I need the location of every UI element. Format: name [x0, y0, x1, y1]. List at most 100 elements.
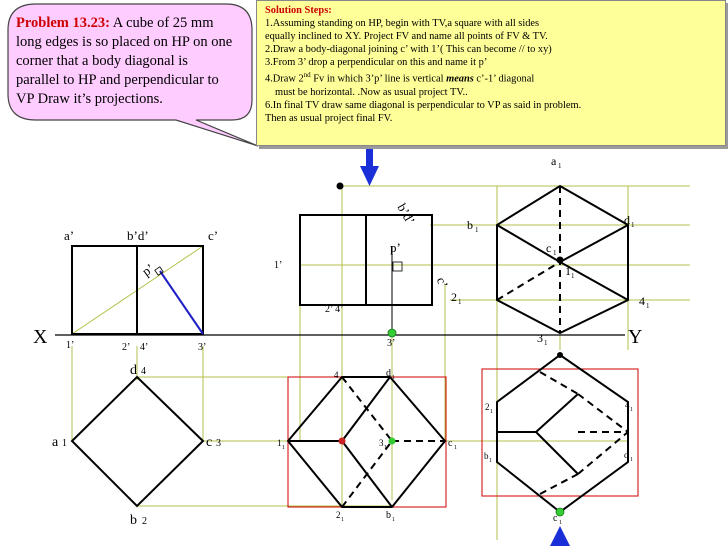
fv2-label-p: p’ — [390, 240, 401, 255]
fv3-label-4: 4 — [639, 294, 645, 308]
tv2-label-c-sub: 1 — [454, 445, 457, 451]
fv3-label-c: c — [546, 241, 551, 255]
fv3-label-2: 2 — [451, 290, 457, 304]
fv3-label-3: 3 — [537, 331, 543, 345]
solution-step-4-start: 4.Draw 2 — [265, 73, 304, 85]
tv2-visible-edges — [288, 376, 393, 508]
fv1-label-bd: b’d’ — [127, 228, 149, 243]
problem-line-4: VP Draw it’s projections. — [16, 91, 163, 107]
solution-step-4b: must be horizontal. .Now as usual projec… — [275, 87, 468, 99]
tv3-label-b: b — [484, 451, 489, 461]
fv2-label-3: 3’ — [387, 338, 395, 349]
fv3-label-1-sub: 1 — [571, 272, 575, 280]
fv3-label-b-sub: 1 — [475, 226, 479, 234]
tv1-label-c: c — [206, 435, 212, 450]
tv3-label-d: d — [624, 450, 629, 460]
tv3-label-d-sub: 1 — [630, 457, 633, 463]
tv3-label-c: c — [553, 513, 558, 524]
x-label: X — [33, 326, 48, 348]
fv1-label-a: a’ — [64, 228, 74, 243]
fv3-label-b: b — [467, 218, 473, 232]
tv3-label-4-sub: 1 — [630, 407, 633, 413]
solution-step-2: 2.Draw a body-diagonal joining c’ with 1… — [265, 44, 552, 56]
tv2-label-4: 4 — [334, 370, 339, 380]
y-label: Y — [628, 326, 642, 348]
tv1-label-b: b — [130, 513, 137, 528]
tv1-label-a: a — [52, 435, 59, 450]
fv2-right-angle-mark — [392, 261, 403, 272]
tv2-label-d-sub: 1 — [392, 375, 395, 381]
fv3-hidden-edges — [496, 186, 561, 333]
fv3-label-3-sub: 1 — [544, 339, 548, 347]
fv1-label-p: p’ — [139, 260, 157, 279]
solution-step-6: 6.In final TV draw same diagonal is perp… — [265, 100, 582, 112]
fv3-label-d-sub: 1 — [631, 221, 635, 229]
tv1-label-d-num: 4 — [141, 366, 146, 377]
tv2-label-2-sub: 1 — [341, 517, 344, 523]
fv2-square — [299, 214, 433, 306]
fv3-label-2-sub: 1 — [458, 298, 462, 306]
tv2-label-b-sub: 1 — [392, 517, 395, 523]
tv2-label-3: 3 — [379, 438, 384, 448]
solution-step-6b: Then as usual project final FV. — [265, 113, 393, 125]
solution-step-1b: equally inclined to XY. Project FV and n… — [265, 31, 548, 43]
solution-title: Solution Steps: — [265, 5, 332, 16]
fv2-label-24: 2’ 4’ — [325, 304, 343, 315]
tv3-label-b-sub: 1 — [489, 458, 492, 464]
tv1-label-d: d — [130, 363, 137, 378]
tv3-label-c-sub: 1 — [559, 520, 562, 526]
tv2-point-3 — [388, 437, 396, 445]
fv3-label-1: 1 — [565, 264, 571, 278]
tv3-frame — [481, 368, 639, 497]
fv1-square — [71, 245, 204, 335]
tv3-label-2: 2 — [485, 402, 490, 412]
tv2-label-1: 1 — [277, 438, 282, 448]
solution-step-4-end: c’-1’ diagonal — [473, 73, 535, 85]
tv2-point-1 — [338, 437, 346, 445]
fv1-label-c: c’ — [208, 228, 218, 243]
solution-step-3: 3.From 3’ drop a perpendicular on this a… — [265, 57, 488, 69]
solution-step-4-mid: Fv in which 3’p’ line is vertical — [310, 73, 447, 85]
fv1-label-3: 3’ — [198, 342, 206, 353]
solution-step-4: 4.Draw 2nd Fv in which 3’p’ line is vert… — [265, 69, 717, 86]
fv1-label-2: 2’ — [122, 342, 130, 353]
fv1-label-1: 1’ — [66, 340, 74, 351]
tv3-label-4: 4 — [625, 400, 630, 410]
tv1-label-b-num: 2 — [142, 516, 147, 527]
problem-line-0: A cube of 25 mm — [109, 15, 214, 31]
fv3-label-a-sub: 1 — [558, 162, 562, 170]
problem-line-1: long edges is so placed on HP on one — [16, 34, 233, 50]
fv2-label-c: c’ — [434, 275, 452, 290]
tv3-hidden-edges — [539, 371, 629, 495]
fv3-label-d: d — [624, 213, 630, 227]
solution-steps-box: Solution Steps: 1.Assuming standing on H… — [256, 0, 726, 146]
fv3-label-a: a — [551, 154, 557, 168]
fv1-right-angle-mark — [154, 266, 164, 276]
tv3-outline — [496, 353, 629, 514]
solution-step-4-sup: nd — [303, 71, 311, 80]
tv3-point-top — [557, 352, 563, 358]
projector-lines — [71, 185, 690, 540]
tv2-label-d: d — [386, 368, 391, 379]
fv2-label-bd: b’d’ — [394, 201, 418, 227]
tv1-square — [70, 375, 205, 508]
tv3-label-2-sub: 1 — [490, 409, 493, 415]
tv2-label-3-sub: 1 — [384, 445, 387, 451]
fv1-perpendicular-diagonal — [159, 270, 204, 335]
tv2-label-c: c — [448, 438, 453, 449]
problem-line-2: corner that a body diagonal is — [16, 53, 188, 69]
fv2-point-1 — [336, 182, 344, 190]
tv1-label-a-num: 1 — [62, 438, 67, 449]
fv3-point-c1 — [556, 256, 564, 264]
fv3-label-4-sub: 1 — [646, 302, 650, 310]
tv2-label-b: b — [386, 510, 391, 521]
tv2-label-2: 2 — [336, 510, 341, 520]
tv1-label-c-num: 3 — [216, 438, 221, 449]
fv1-label-4: 4’ — [140, 342, 148, 353]
fv2-point-3 — [387, 328, 397, 338]
fv3-label-c-sub: 1 — [553, 249, 557, 257]
tv2-label-1-sub: 1 — [282, 445, 285, 451]
solution-step-1: 1.Assuming standing on HP, begin with TV… — [265, 18, 540, 30]
problem-statement: Problem 13.23: A cube of 25 mm long edge… — [16, 14, 244, 109]
